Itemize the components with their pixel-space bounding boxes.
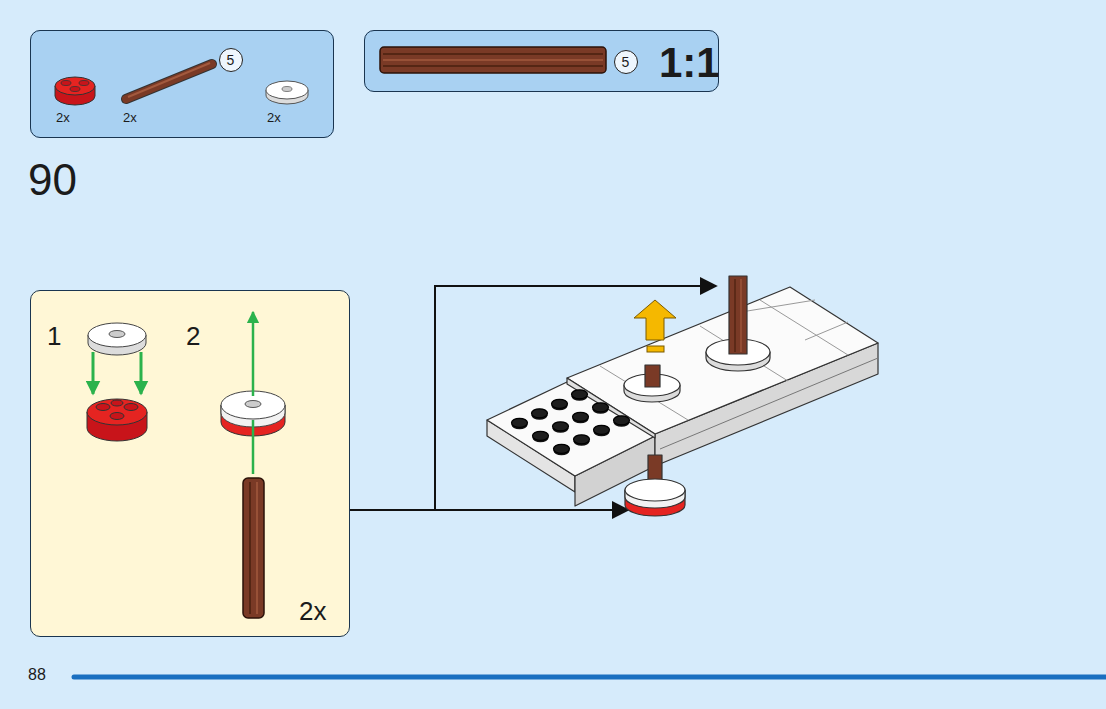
substep-box-ground <box>30 290 350 637</box>
footer-rule <box>74 675 1106 680</box>
substep-2-parts <box>221 312 285 618</box>
step-text: 2x <box>123 111 137 124</box>
white-round-tile <box>266 81 308 104</box>
parts-box: 1:1 5 <box>364 30 719 92</box>
parts-box: 2x 2x 2x 5 <box>30 30 334 138</box>
step-number: 90 <box>28 158 77 202</box>
step-text: 2x <box>299 598 326 624</box>
step-text: 2 <box>186 323 200 349</box>
brown-rod <box>126 63 212 99</box>
callout-number: 5 <box>622 55 630 69</box>
scale-box-ground <box>364 30 719 92</box>
placement-arrow <box>350 286 716 510</box>
parts-box-ground <box>30 30 334 138</box>
page-number: 88 <box>28 667 46 683</box>
step-text: 1:1 <box>659 42 720 84</box>
step-text: 2x <box>267 111 281 124</box>
placement-arrow <box>435 509 628 511</box>
substep-1-parts <box>87 323 147 441</box>
rod-scale-drawing <box>380 47 606 73</box>
callout-circle: 5 <box>614 50 638 74</box>
model-assembly <box>487 276 878 516</box>
push-arrow <box>634 300 676 352</box>
callout-circle: 5 <box>219 48 243 72</box>
step-text: 1 <box>47 323 61 349</box>
red-round-plate <box>55 77 95 105</box>
step-text: 2x <box>56 111 70 124</box>
substep-box: 1 2 2x <box>30 290 350 637</box>
callout-number: 5 <box>227 53 235 67</box>
